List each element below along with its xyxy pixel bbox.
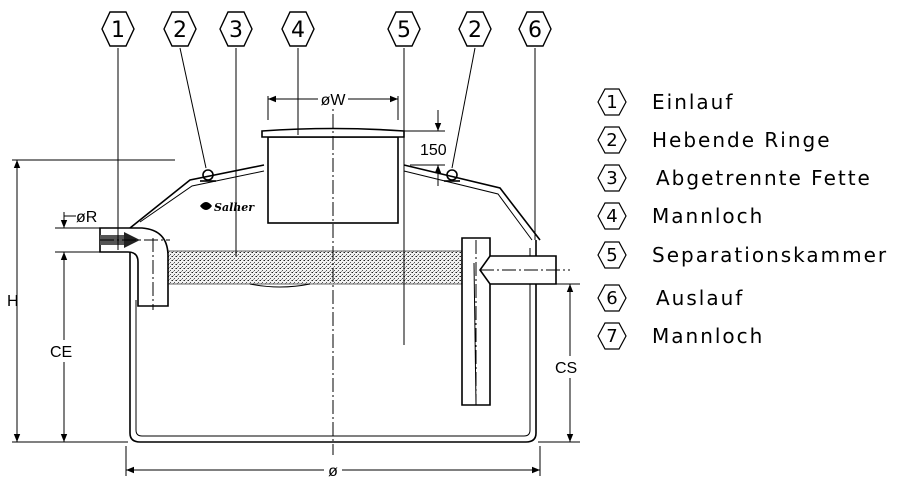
callout-2-right: 2 (458, 11, 492, 47)
svg-text:Auslauf: Auslauf (656, 286, 744, 310)
svg-text:4: 4 (291, 18, 305, 43)
svg-text:3: 3 (229, 18, 243, 43)
svg-text:Abgetrennte Fette: Abgetrennte Fette (656, 166, 872, 190)
svg-text:4: 4 (606, 206, 617, 227)
legend: 1 Einlauf 2 Hebende Ringe 3 Abgetrennte … (597, 88, 888, 350)
dim-tank-diameter: ø (328, 463, 338, 479)
svg-text:2: 2 (173, 18, 187, 43)
callout-6: 6 (518, 11, 552, 47)
svg-text:Mannloch: Mannloch (652, 324, 764, 348)
svg-text:Separationskammer: Separationskammer (652, 243, 888, 267)
legend-item-2: 2 Hebende Ringe (597, 126, 832, 154)
callout-4: 4 (281, 11, 315, 47)
svg-text:Einlauf: Einlauf (652, 90, 734, 114)
callout-5: 5 (387, 11, 421, 47)
legend-item-1: 1 Einlauf (597, 88, 734, 116)
svg-text:6: 6 (528, 18, 542, 43)
salher-logo: Salher (200, 201, 255, 214)
dim-inlet-height: CE (50, 344, 72, 361)
legend-item-4: 4 Mannloch (597, 202, 764, 230)
legend-item-6: 6 Auslauf (597, 284, 744, 312)
svg-text:5: 5 (606, 245, 617, 266)
legend-item-5: 5 Separationskammer (597, 241, 888, 269)
dim-outlet-height: CS (555, 360, 577, 377)
legend-item-7: 7 Mannloch (597, 322, 764, 350)
dim-manhole-diameter: øW (321, 92, 347, 109)
svg-text:3: 3 (606, 168, 617, 189)
svg-text:2: 2 (468, 18, 482, 43)
svg-text:7: 7 (606, 326, 617, 347)
callout-2-left: 2 (163, 11, 197, 47)
grease-layer (149, 250, 467, 285)
svg-text:1: 1 (606, 92, 617, 113)
svg-text:Hebende Ringe: Hebende Ringe (652, 128, 832, 152)
svg-text:2: 2 (606, 130, 617, 151)
svg-text:Salher: Salher (214, 201, 255, 214)
svg-text:1: 1 (111, 18, 125, 43)
callout-1: 1 (101, 11, 135, 47)
dim-inlet-diameter: øR (76, 209, 97, 226)
lifting-ring-right (444, 169, 460, 182)
callout-3: 3 (219, 11, 253, 47)
dim-total-height: H (7, 293, 19, 310)
svg-text:Mannloch: Mannloch (652, 204, 764, 228)
svg-text:5: 5 (397, 18, 411, 43)
dim-lid-height: 150 (420, 142, 447, 159)
svg-text:6: 6 (606, 288, 617, 309)
legend-item-3: 3 Abgetrennte Fette (597, 164, 872, 192)
lifting-ring-left (200, 169, 216, 182)
